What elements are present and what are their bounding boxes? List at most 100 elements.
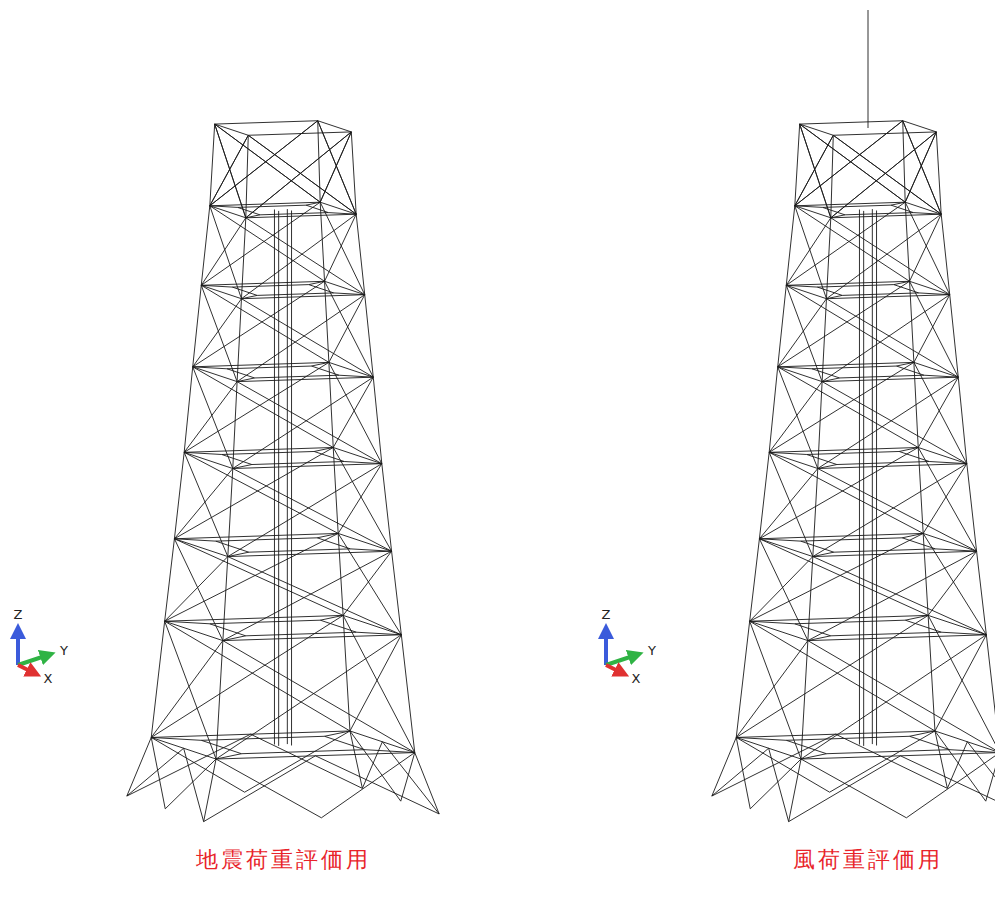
frame-member — [822, 295, 950, 382]
frame-member — [151, 737, 165, 808]
frame-member — [712, 748, 769, 796]
frame-member — [935, 731, 995, 753]
model-caption: 地震荷重評価用 — [196, 848, 371, 872]
frame-member — [967, 742, 995, 814]
wind-tower-model — [712, 10, 995, 822]
frame-member — [786, 740, 826, 753]
frame-member — [800, 124, 831, 218]
frame-member — [769, 362, 914, 452]
frame-member — [923, 533, 986, 634]
frame-member — [817, 287, 842, 295]
frame-member — [184, 452, 338, 533]
frame-member — [795, 624, 831, 636]
frame-member — [252, 462, 344, 465]
frame-member — [789, 756, 901, 822]
axis-triad — [606, 631, 636, 673]
frame-member — [831, 632, 942, 636]
frame-member — [174, 539, 222, 641]
frame-member — [778, 285, 787, 367]
frame-member — [291, 210, 292, 745]
frame-member — [813, 557, 987, 635]
frame-member — [800, 124, 834, 135]
frame-member — [184, 367, 193, 453]
frame-member — [274, 210, 275, 745]
frame-member — [830, 731, 935, 792]
frame-member — [174, 452, 184, 538]
frame-member — [736, 641, 808, 738]
frame-member — [863, 211, 864, 746]
frame-member — [320, 202, 324, 281]
frame-member — [801, 641, 808, 759]
frame-member — [914, 295, 950, 363]
frame-member — [318, 121, 352, 132]
frame-member — [245, 731, 350, 792]
model-caption: 風荷重評価用 — [793, 848, 943, 872]
frame-member — [215, 124, 246, 218]
frame-member — [813, 469, 818, 557]
frame-member — [210, 121, 318, 206]
frame-member — [826, 214, 941, 299]
frame-member — [759, 469, 817, 539]
frame-member — [769, 748, 789, 821]
frame-member — [778, 367, 818, 469]
frame-member — [216, 635, 401, 759]
frame-member — [317, 533, 338, 537]
frame-member — [401, 635, 414, 753]
frame-member — [902, 533, 923, 537]
frame-member — [928, 551, 976, 615]
frame-member — [935, 549, 976, 551]
z-axis-arrow — [604, 631, 608, 665]
frame-member — [215, 124, 249, 135]
frame-member — [314, 451, 344, 461]
frame-member — [228, 464, 382, 557]
frame-member — [947, 742, 967, 789]
frame-member — [315, 756, 439, 814]
frame-member — [222, 451, 314, 454]
frame-member — [165, 621, 216, 759]
frame-member — [759, 539, 928, 616]
frame-member — [350, 635, 401, 731]
axis-label: Y — [648, 644, 656, 658]
frame-member — [193, 281, 325, 367]
frame-member — [184, 748, 204, 821]
frame-member — [845, 213, 913, 215]
frame-member — [246, 132, 352, 218]
axis-label: Z — [602, 608, 611, 622]
frame-member — [736, 737, 829, 792]
frame-member — [325, 214, 357, 281]
frame-member — [842, 293, 918, 295]
frame-member — [278, 211, 279, 746]
frame-member — [238, 205, 306, 207]
frame-member — [287, 209, 288, 744]
frame-member — [204, 756, 316, 822]
frame-member — [201, 218, 246, 286]
frame-member — [759, 452, 769, 538]
frame-member — [812, 366, 896, 369]
frame-member — [333, 377, 373, 447]
frame-member — [365, 295, 374, 377]
frame-member — [786, 206, 795, 286]
frame-member — [831, 132, 937, 218]
frame-member — [228, 557, 402, 635]
frame-member — [736, 615, 928, 737]
frame-member — [223, 551, 392, 640]
frame-member — [237, 299, 241, 382]
frame-member — [165, 759, 216, 809]
frame-member — [795, 206, 827, 299]
frame-member — [227, 366, 311, 369]
frame-member — [382, 464, 392, 552]
frame-member — [906, 753, 995, 818]
frame-member — [210, 124, 215, 206]
frame-member — [241, 750, 364, 754]
frame-member — [736, 737, 786, 740]
frame-member — [193, 367, 233, 469]
frame-member — [210, 206, 242, 299]
frame-member — [344, 462, 382, 464]
frame-member — [255, 375, 339, 378]
frame-member — [223, 641, 415, 753]
frame-member — [736, 621, 749, 737]
frame-member — [750, 621, 801, 759]
frame-member — [941, 214, 950, 294]
frame-member — [184, 452, 222, 454]
frame-member — [317, 538, 350, 549]
